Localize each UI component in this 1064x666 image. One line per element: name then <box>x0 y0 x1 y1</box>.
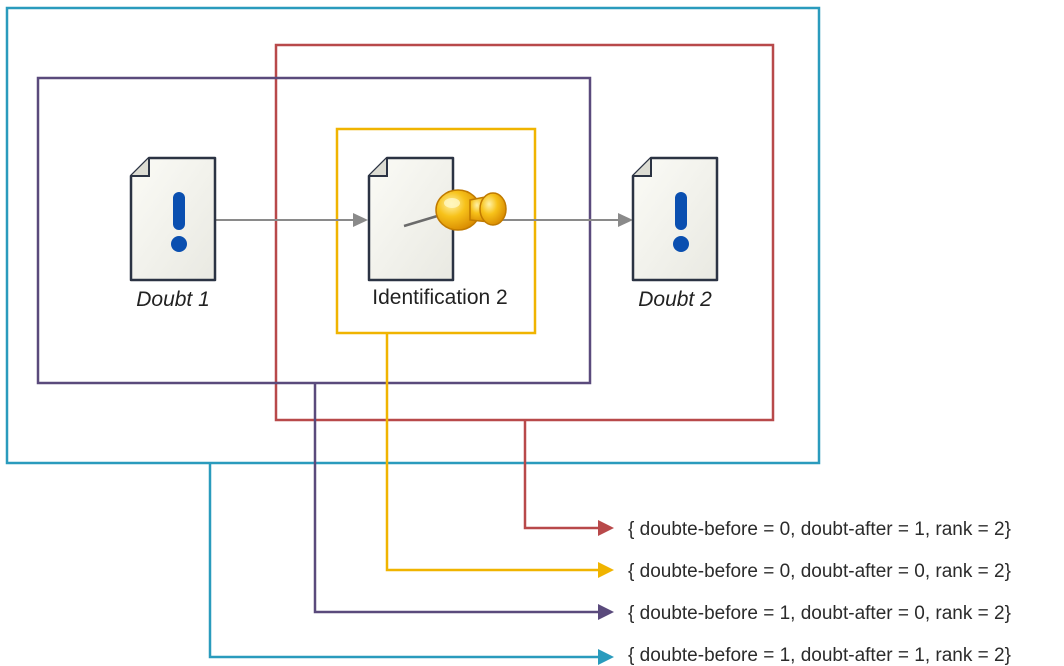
node-label-doubt-1: Doubt 1 <box>136 288 210 311</box>
context-box-teal <box>5 6 821 465</box>
flow-arrow-doubt1-to-identification <box>215 213 368 227</box>
pushpin-icon <box>403 189 507 231</box>
document-pushpin-icon <box>367 156 455 282</box>
connector-purple <box>313 383 614 620</box>
connector-teal <box>208 463 614 665</box>
document-exclamation-icon <box>631 156 719 282</box>
document-exclamation-icon <box>129 156 217 282</box>
connector-red <box>523 420 614 536</box>
result-text: { doubte-before = 1, doubt-after = 1, ra… <box>628 645 1011 666</box>
context-box-purple <box>36 76 592 385</box>
result-text: { doubte-before = 0, doubt-after = 1, ra… <box>628 519 1011 540</box>
result-text: { doubte-before = 1, doubt-after = 0, ra… <box>628 603 1011 624</box>
result-text: { doubte-before = 0, doubt-after = 0, ra… <box>628 561 1011 582</box>
context-box-yellow <box>335 127 537 335</box>
flow-arrow-identification-to-doubt2 <box>500 213 633 227</box>
node-label-doubt-2: Doubt 2 <box>638 288 712 311</box>
node-label-identification-2: Identification 2 <box>372 286 507 309</box>
connector-yellow <box>385 333 614 578</box>
